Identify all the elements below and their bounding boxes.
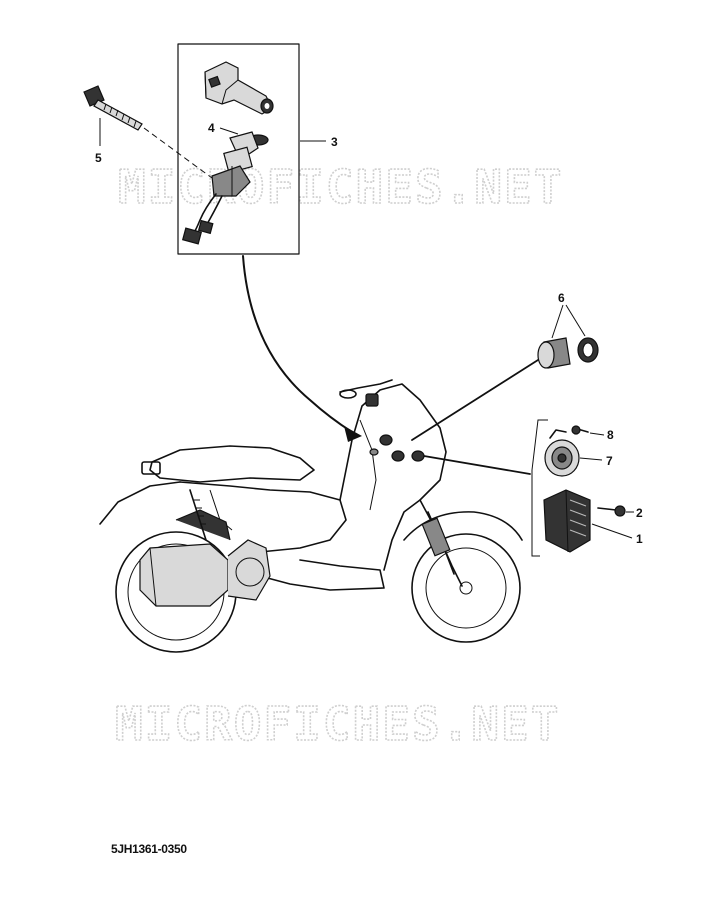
regulator-part: [543, 489, 591, 553]
callout-5: 5: [95, 151, 102, 165]
washer-bolt-part: [597, 505, 626, 517]
callout-6: 6: [558, 291, 565, 305]
screw-part: [571, 425, 589, 435]
bolt-part: [83, 85, 143, 131]
callout-8: 8: [607, 428, 614, 442]
callout-1: 1: [636, 532, 643, 546]
callout-3: 3: [331, 135, 338, 149]
drawing-code: 5JH1361-0350: [111, 842, 187, 856]
watermark-bottom: MICROFICHES.NET: [115, 697, 560, 751]
callout-2: 2: [636, 506, 643, 520]
horn-part: [544, 429, 580, 477]
main-switch-inset: [177, 43, 300, 255]
switch-assembly-part: [181, 131, 269, 245]
steering-lock-part: [204, 61, 274, 115]
callout-4: 4: [208, 121, 215, 135]
watermark-top: MICROFICHES.NET: [118, 160, 563, 214]
callout-7: 7: [606, 454, 613, 468]
scooter-illustration: [99, 379, 523, 653]
grommet-part: [537, 337, 599, 369]
